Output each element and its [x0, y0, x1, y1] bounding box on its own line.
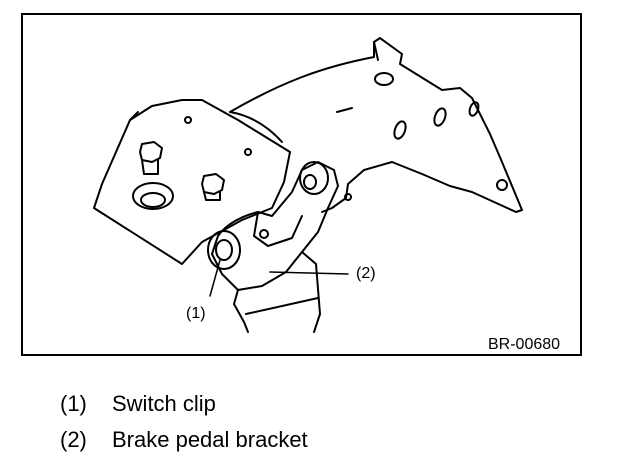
- pivot-boss: [299, 161, 329, 195]
- switch-clip: [207, 230, 241, 270]
- figure-reference-code: BR-00680: [488, 336, 561, 353]
- legend-item-number: (2): [60, 427, 87, 452]
- legend-item-number: (1): [60, 391, 87, 416]
- brake-pedal-bracket-illustration: [93, 37, 523, 333]
- arm-hole: [496, 179, 508, 191]
- arm-hole: [344, 193, 352, 201]
- bracket-arm: [229, 37, 523, 213]
- callout-leader-1: [209, 259, 221, 297]
- plate-hole: [132, 182, 174, 210]
- legend-item: (2) Brake pedal bracket: [60, 422, 308, 458]
- callout-label-1: (1): [186, 305, 206, 322]
- callout-label-2: (2): [356, 265, 376, 282]
- legend-item-label: Switch clip: [112, 391, 216, 416]
- stud: [139, 141, 163, 163]
- bracket-body: [211, 161, 339, 291]
- figure-frame: (2) (1) BR-00680: [21, 13, 582, 356]
- arm-hole: [468, 101, 480, 117]
- legend-item-label: Brake pedal bracket: [112, 427, 308, 452]
- legend: (1) Switch clip (2) Brake pedal bracket: [60, 386, 308, 458]
- arm-hole: [433, 107, 447, 127]
- callout-leader-2: [269, 271, 349, 275]
- arm-hole: [393, 120, 407, 140]
- legend-item: (1) Switch clip: [60, 386, 308, 422]
- arm-hole: [374, 72, 394, 86]
- stud: [201, 173, 225, 195]
